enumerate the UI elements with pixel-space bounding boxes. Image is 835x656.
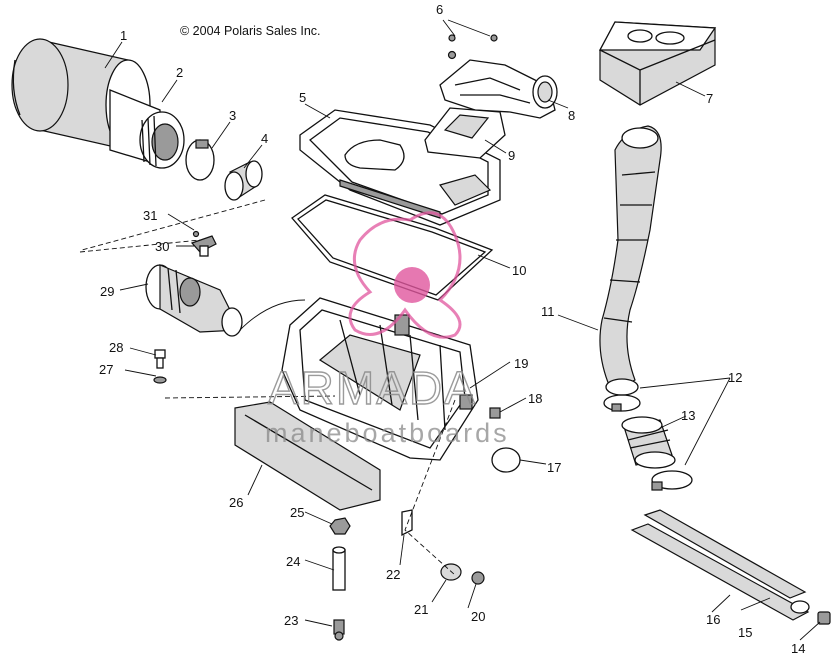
part-16-tube <box>643 509 807 599</box>
callout-13: 13 <box>681 408 695 423</box>
part-30-sensor <box>190 235 217 257</box>
part-31-grommet <box>192 230 200 238</box>
callout-labels: 1 2 3 4 5 6 7 8 9 10 11 12 13 14 15 16 1… <box>99 2 805 656</box>
watermark: ARMADA maneboatboards <box>265 211 510 448</box>
callout-18: 18 <box>528 391 542 406</box>
callout-11: 11 <box>541 304 555 319</box>
callout-12: 12 <box>728 370 742 385</box>
callout-4: 4 <box>261 131 268 146</box>
part-1-prefilter <box>11 38 151 151</box>
callout-21: 21 <box>414 602 428 617</box>
dash-line-bolt <box>164 395 336 399</box>
dash-line-upper <box>81 199 266 251</box>
callout-31: 31 <box>143 208 157 223</box>
part-3-clamp <box>185 139 215 181</box>
part-23-drain-valve <box>333 619 345 641</box>
leader-lines <box>104 41 821 641</box>
callout-30: 30 <box>155 239 169 254</box>
part-8-intake-snorkel <box>439 59 558 119</box>
dash-line-sensor <box>79 239 201 253</box>
callout-6: 6 <box>436 2 443 17</box>
watermark-sub-text: maneboatboards <box>265 418 510 448</box>
callout-16: 16 <box>706 612 720 627</box>
callout-9: 9 <box>508 148 515 163</box>
part-28-bolt <box>154 349 166 369</box>
part-7-foam-block <box>598 21 717 106</box>
part-10-gasket <box>291 194 494 301</box>
callout-7: 7 <box>706 91 713 106</box>
part-6-screws <box>442 19 498 60</box>
part-2-filter-element <box>109 89 185 169</box>
callout-14: 14 <box>791 641 805 656</box>
part-27-washer <box>153 376 167 384</box>
callout-25: 25 <box>290 505 304 520</box>
callout-8: 8 <box>568 108 575 123</box>
callout-10: 10 <box>512 263 526 278</box>
part-25-nut <box>329 517 351 535</box>
part-9-lid-plate <box>424 107 506 159</box>
callout-19: 19 <box>514 356 528 371</box>
part-12-clamps <box>603 394 693 491</box>
part-20-nut <box>471 571 485 585</box>
callout-1: 1 <box>120 28 127 43</box>
airbox-base <box>281 297 479 461</box>
callout-22: 22 <box>386 567 400 582</box>
callout-17: 17 <box>547 460 561 475</box>
part-18-nut <box>489 407 501 419</box>
part-22-clip <box>401 509 413 537</box>
part-13-coupler <box>621 416 676 469</box>
part-4-coupler <box>224 160 263 201</box>
part-26-seal <box>234 401 381 511</box>
callout-5: 5 <box>299 90 306 105</box>
callout-23: 23 <box>284 613 298 628</box>
callout-29: 29 <box>100 284 114 299</box>
watermark-logo <box>348 211 462 339</box>
callout-15: 15 <box>738 625 752 640</box>
callout-3: 3 <box>229 108 236 123</box>
hose-line <box>239 299 306 331</box>
part-11-intake-tube <box>599 125 662 396</box>
watermark-main-text: ARMADA <box>268 362 477 414</box>
copyright-text: © 2004 Polaris Sales Inc. <box>180 24 321 38</box>
part-24-drain-tube <box>332 546 346 591</box>
callout-28: 28 <box>109 340 123 355</box>
part-14-cap <box>817 611 831 625</box>
part-29-adapter <box>145 264 243 337</box>
callout-20: 20 <box>471 609 485 624</box>
part-17-clamp <box>491 447 521 473</box>
callout-2: 2 <box>176 65 183 80</box>
callout-26: 26 <box>229 495 243 510</box>
dash-line-drain <box>404 399 456 576</box>
part-15-tube <box>630 523 810 621</box>
callout-27: 27 <box>99 362 113 377</box>
callout-24: 24 <box>286 554 300 569</box>
